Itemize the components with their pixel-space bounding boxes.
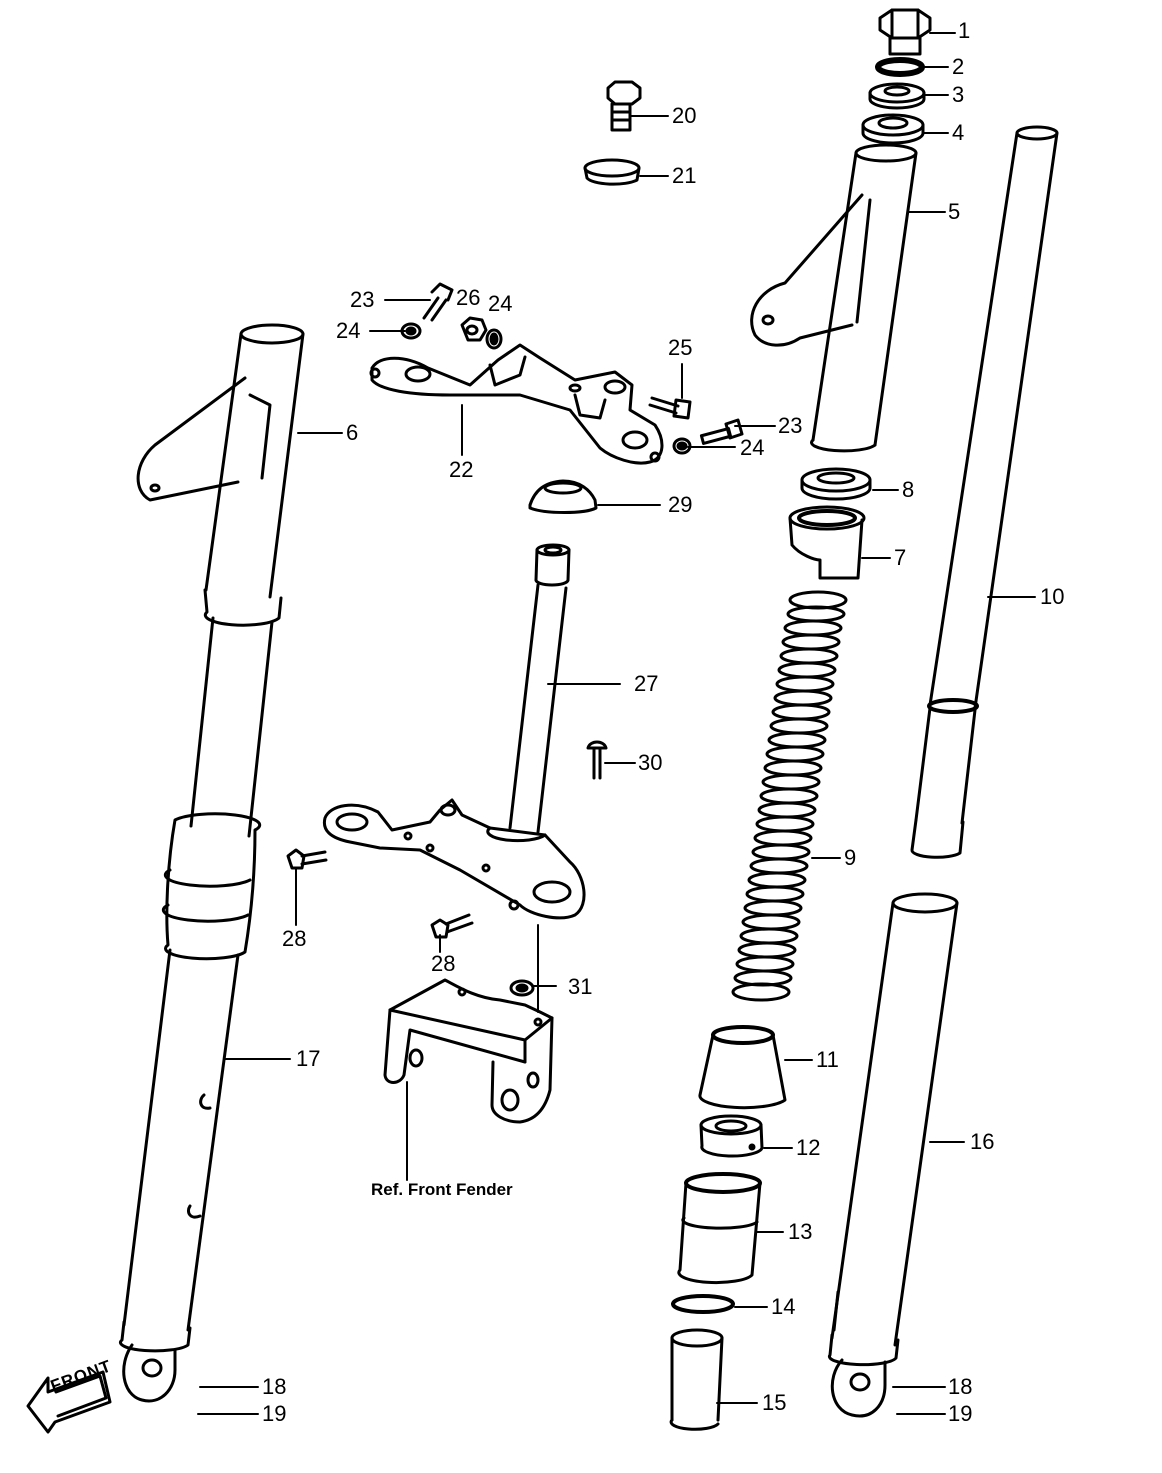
part-26-nut bbox=[460, 316, 488, 342]
part-9-spring bbox=[731, 590, 848, 1002]
callout-18-right: 18 bbox=[948, 1374, 973, 1399]
callout-21: 21 bbox=[672, 163, 697, 188]
callout-17: 17 bbox=[296, 1046, 321, 1071]
callout-24-left: 24 bbox=[336, 318, 361, 343]
part-23-bolt-a bbox=[422, 282, 454, 322]
callout-29: 29 bbox=[668, 492, 693, 517]
callout-8: 8 bbox=[902, 477, 915, 502]
part-28-bolt-a bbox=[286, 848, 328, 870]
part-13-bushing bbox=[677, 1172, 762, 1285]
part-29-cap bbox=[528, 479, 598, 514]
callout-7: 7 bbox=[894, 545, 907, 570]
callout-30: 30 bbox=[638, 750, 663, 775]
reference-front-fender-note: Ref. Front Fender bbox=[371, 1180, 513, 1199]
callout-28-mid: 28 bbox=[431, 951, 456, 976]
callout-10: 10 bbox=[1040, 584, 1065, 609]
callout-11: 11 bbox=[816, 1047, 839, 1072]
part-8-seal bbox=[800, 467, 872, 501]
callout-2: 2 bbox=[952, 54, 965, 79]
callout-22: 22 bbox=[449, 457, 474, 482]
part-5-upper-tube bbox=[750, 143, 918, 453]
part-14-o-ring bbox=[671, 1294, 735, 1314]
part-20-bolt bbox=[606, 80, 642, 132]
part-23-bolt-b bbox=[699, 418, 744, 445]
callout-3: 3 bbox=[952, 82, 965, 107]
callout-27: 27 bbox=[634, 671, 659, 696]
part-11-cover bbox=[698, 1025, 787, 1110]
callout-14: 14 bbox=[771, 1294, 796, 1319]
part-10-inner-tube bbox=[910, 125, 1059, 859]
part-27-lower-bracket bbox=[322, 798, 586, 920]
part-1-cap-bolt bbox=[878, 8, 932, 56]
callout-6: 6 bbox=[346, 420, 359, 445]
front-arrow-badge bbox=[26, 1370, 112, 1434]
part-7-guide bbox=[788, 505, 866, 580]
callout-20: 20 bbox=[672, 103, 697, 128]
part-27-steering-stem bbox=[486, 543, 571, 843]
part-3-washer bbox=[868, 82, 926, 110]
part-30-screw bbox=[586, 740, 608, 780]
part-31-clip bbox=[509, 979, 535, 997]
part-15-lower-piece bbox=[669, 1328, 724, 1431]
callout-19-left: 19 bbox=[262, 1401, 287, 1426]
callout-12: 12 bbox=[796, 1135, 821, 1160]
part-2-o-ring bbox=[875, 57, 925, 77]
part-25-bolt bbox=[648, 396, 692, 420]
callout-1: 1 bbox=[958, 18, 971, 43]
callout-16: 16 bbox=[970, 1129, 995, 1154]
callout-23-right: 23 bbox=[778, 413, 803, 438]
callout-4: 4 bbox=[952, 120, 965, 145]
callout-9: 9 bbox=[844, 845, 857, 870]
part-16-lower-right-tube bbox=[827, 892, 959, 1418]
part-4-washer bbox=[861, 113, 925, 145]
part-28-bolt-b bbox=[430, 913, 474, 939]
part-24-nut-c bbox=[672, 437, 692, 455]
callout-15: 15 bbox=[762, 1390, 787, 1415]
part-17-lower-fork-tube bbox=[118, 812, 262, 1403]
callout-25: 25 bbox=[668, 335, 693, 360]
callout-24-mid: 24 bbox=[488, 291, 513, 316]
callout-23-top: 23 bbox=[350, 287, 375, 312]
callout-19-right: 19 bbox=[948, 1401, 973, 1426]
part-24-nut-a bbox=[400, 322, 422, 340]
callout-18-left: 18 bbox=[262, 1374, 287, 1399]
part-22-upper-bracket bbox=[369, 343, 664, 465]
part-12-collar bbox=[699, 1114, 764, 1158]
callout-13: 13 bbox=[788, 1219, 813, 1244]
leader-lines bbox=[197, 32, 1036, 1415]
callout-28-left: 28 bbox=[282, 926, 307, 951]
part-21-cap bbox=[583, 158, 641, 186]
callout-24-right: 24 bbox=[740, 435, 765, 460]
part-6-upper-fork-tube bbox=[136, 323, 305, 838]
callout-26: 26 bbox=[456, 285, 481, 310]
part-24-nut-b bbox=[485, 328, 503, 350]
fender-bracket bbox=[383, 978, 554, 1124]
callout-31: 31 bbox=[568, 974, 593, 999]
callout-5: 5 bbox=[948, 199, 961, 224]
